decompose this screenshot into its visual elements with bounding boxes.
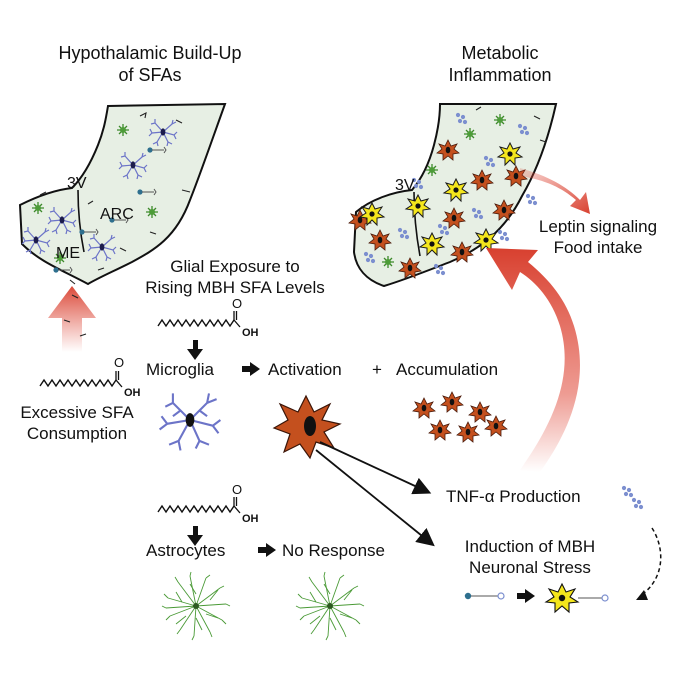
tnf-production-label: TNF-α Production	[446, 487, 581, 506]
neuronal-stress-line1: Induction of MBH	[464, 537, 596, 556]
label-3v-left: 3V	[67, 175, 87, 192]
label-me: ME	[56, 245, 80, 262]
glial-exposure-label: Glial Exposure to Rising MBH SFA Levels	[120, 256, 350, 298]
stressed-neuron	[544, 582, 609, 614]
glial-exposure-line1: Glial Exposure to	[170, 257, 300, 276]
glial-exposure-line2: Rising MBH SFA Levels	[145, 278, 325, 297]
down-arrows	[187, 340, 203, 546]
sfa-oh-consumption: OH	[124, 387, 141, 399]
title-right-line1: Metabolic	[461, 43, 539, 63]
dashed-tnf-arrow	[639, 527, 662, 597]
healthy-neuron	[464, 592, 505, 600]
accumulated-microglia-cluster	[412, 391, 508, 443]
title-right-line2: Inflammation	[448, 65, 552, 85]
sfa-structure-astrocytes	[157, 496, 241, 514]
title-left: Hypothalamic Build-Up of SFAs	[30, 42, 270, 86]
excessive-sfa-line2: Consumption	[26, 424, 128, 443]
sfa-oh-microglia: OH	[242, 327, 259, 339]
sfa-structure-microglia	[157, 310, 241, 328]
title-left-line1: Hypothalamic Build-Up	[58, 43, 242, 63]
label-3v-right: 3V	[395, 177, 415, 194]
right-arrows	[242, 362, 535, 603]
leptin-line1: Leptin signaling	[538, 217, 658, 236]
arrow-to-tnf	[319, 441, 432, 495]
sfa-o-microglia: O	[232, 296, 243, 311]
sfa-oh-astrocytes: OH	[242, 513, 259, 525]
title-left-line2: of SFAs	[118, 65, 182, 85]
plus-sign: +	[372, 360, 382, 379]
left-hypothalamus-tissue	[18, 102, 227, 286]
label-arc: ARC	[100, 206, 134, 223]
activated-microglia-cell	[272, 394, 342, 460]
sfa-structure-consumption	[39, 370, 123, 388]
resting-microglia-cell	[158, 393, 222, 451]
leptin-label: Leptin signaling Food intake	[528, 216, 668, 258]
excessive-sfa-label: Excessive SFA Consumption	[4, 402, 150, 444]
sfa-entry-arrow	[48, 286, 96, 352]
feedback-arrow	[486, 248, 580, 472]
sfa-o-astrocytes: O	[232, 482, 243, 497]
title-right: Metabolic Inflammation	[420, 42, 580, 86]
no-response-label: No Response	[282, 541, 386, 560]
astrocyte-cell-left	[161, 571, 231, 641]
leptin-line2: Food intake	[553, 238, 643, 257]
astrocyte-cell-right	[295, 571, 365, 641]
sfa-o-consumption: O	[114, 355, 125, 370]
microglia-label: Microglia	[146, 360, 215, 379]
activation-label: Activation	[268, 360, 342, 379]
leptin-arrow	[520, 168, 590, 214]
right-tissue-cells	[348, 106, 547, 279]
neuronal-stress-label: Induction of MBH Neuronal Stress	[430, 536, 630, 578]
arrow-to-stress	[315, 449, 435, 547]
left-tissue-cells	[21, 112, 191, 285]
neuronal-stress-line2: Neuronal Stress	[469, 558, 591, 577]
tnf-dots-label	[621, 485, 644, 510]
excessive-sfa-line1: Excessive SFA	[20, 403, 134, 422]
accumulation-label: Accumulation	[396, 360, 499, 379]
astrocytes-label: Astrocytes	[146, 541, 226, 560]
